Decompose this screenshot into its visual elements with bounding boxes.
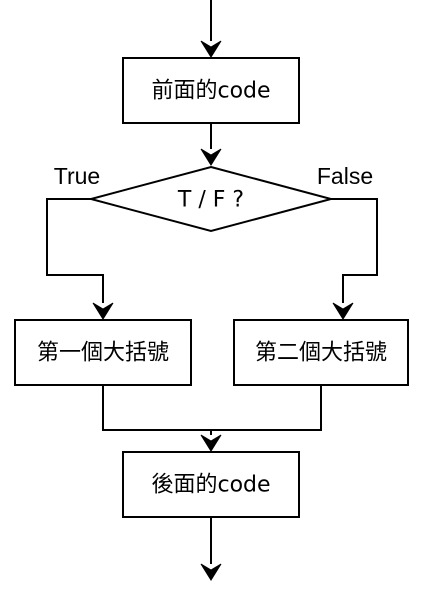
node-before-code: 前面的code [122, 57, 300, 124]
false-branch-label: False [317, 163, 373, 189]
arrowhead-merge [200, 434, 222, 452]
edge-true-branch [46, 198, 104, 303]
true-branch-label: True [54, 163, 100, 189]
arrowhead-before-to-condition [200, 148, 222, 166]
first-brace-label: 第一個大括號 [37, 341, 169, 366]
arrowhead-false-branch [332, 302, 354, 320]
arrowhead-exit [200, 563, 222, 581]
second-brace-label: 第二個大括號 [255, 341, 387, 366]
condition-diamond [87, 165, 335, 233]
after-code-label: 後面的code [151, 473, 270, 498]
before-code-label: 前面的code [151, 79, 270, 104]
first-brace-box [14, 319, 192, 386]
arrowhead-true-branch [92, 302, 114, 320]
before-code-box [122, 57, 300, 124]
condition-label: T / F ? [177, 188, 244, 213]
after-code-box [122, 451, 300, 518]
second-brace-box [233, 319, 409, 386]
edge-false-branch [331, 198, 378, 303]
node-second-brace: 第二個大括號 [233, 319, 409, 386]
node-condition: T / F ? [87, 165, 335, 233]
edge-merge [102, 385, 322, 435]
node-after-code: 後面的code [122, 451, 300, 518]
node-first-brace: 第一個大括號 [14, 319, 192, 386]
arrowhead-entry [200, 40, 222, 58]
edges [46, 0, 378, 581]
